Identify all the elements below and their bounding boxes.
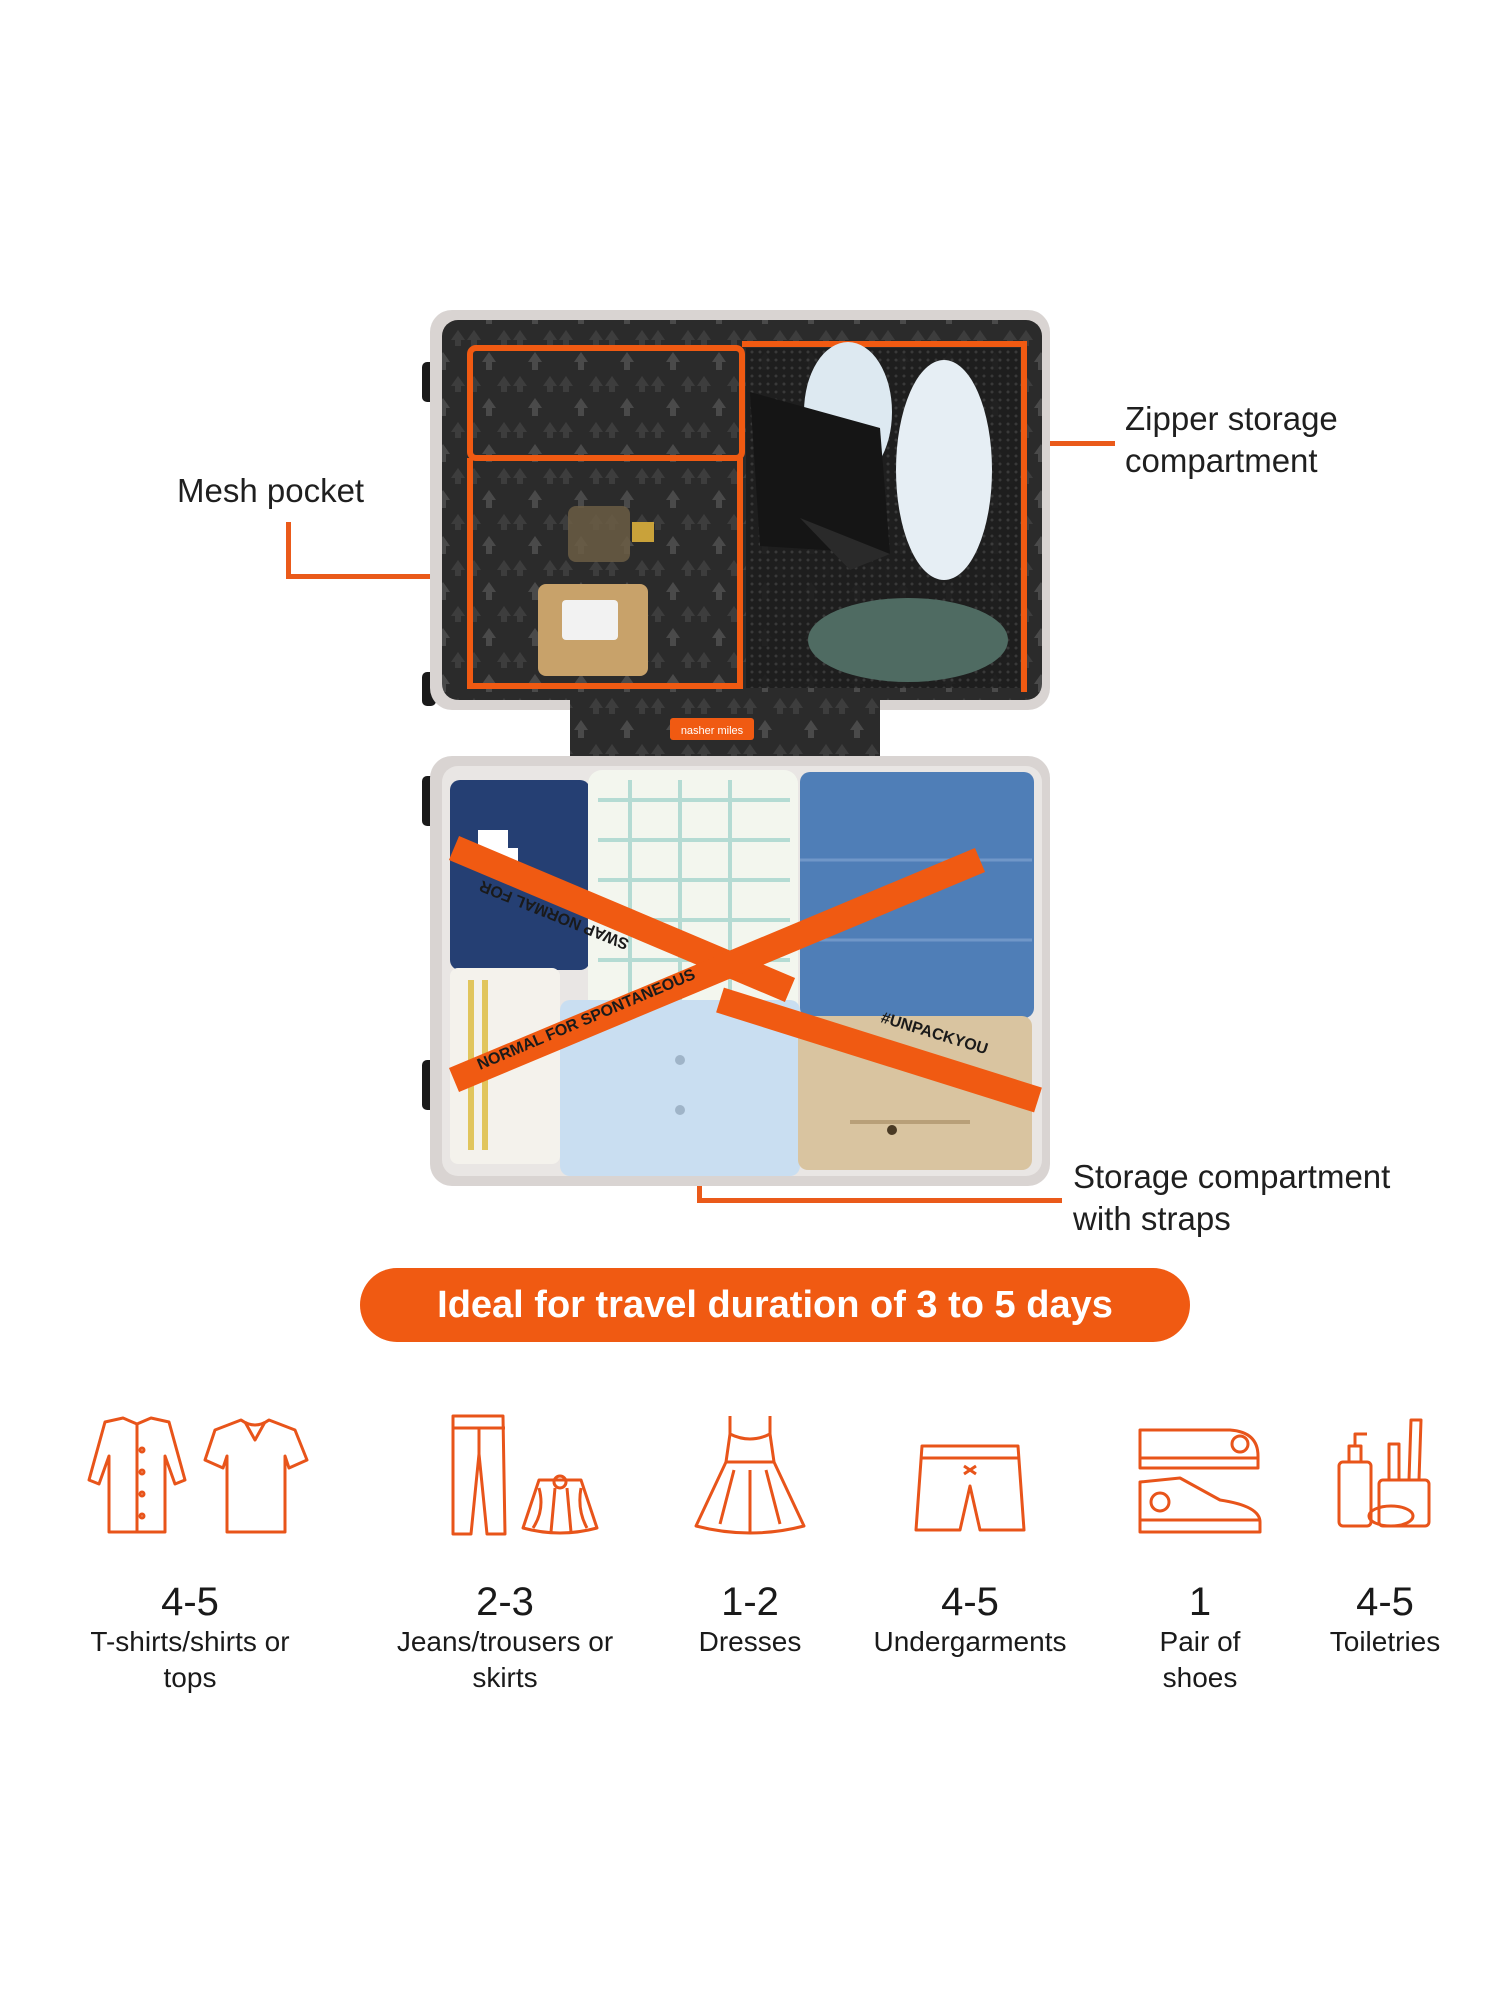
shorts-icon <box>914 1444 1026 1532</box>
travel-duration-banner: Ideal for travel duration of 3 to 5 days <box>360 1268 1190 1342</box>
item-tshirts-label-line2: tops <box>163 1662 217 1693</box>
dress-icon <box>694 1416 806 1535</box>
item-jeans: 2-3 Jeans/trousers or skirts <box>370 1410 640 1696</box>
item-tshirts: 4-5 T-shirts/shirts or tops <box>55 1410 325 1696</box>
callout-zipper-line2: compartment <box>1125 442 1318 479</box>
item-dresses-label-line1: Dresses <box>698 1626 802 1657</box>
item-shoes-label-line2: shoes <box>1162 1662 1238 1693</box>
item-dresses-qty: 1-2 <box>721 1580 779 1624</box>
item-shoes-label-line1: Pair of <box>1159 1626 1241 1657</box>
item-toiletries: 4-5 Toiletries <box>1300 1410 1470 1660</box>
leader-mesh-vertical <box>286 522 291 578</box>
callout-zipper-line1: Zipper storage <box>1125 400 1338 437</box>
trousers-and-skirt-icon <box>451 1414 599 1536</box>
item-jeans-label-line2: skirts <box>472 1662 538 1693</box>
shirt-and-tshirt-icon <box>87 1416 309 1534</box>
item-undergarments-qty: 4-5 <box>941 1580 999 1624</box>
callout-mesh-pocket-text: Mesh pocket <box>177 472 365 509</box>
brand-logo-text: nasher miles <box>681 725 744 737</box>
leader-mesh-horizontal <box>286 574 552 579</box>
callout-zipper-storage: Zipper storage compartment <box>1125 398 1338 482</box>
item-toiletries-qty: 4-5 <box>1356 1580 1414 1624</box>
item-undergarments-label-line1: Undergarments <box>873 1626 1067 1657</box>
item-undergarments: 4-5 Undergarments <box>850 1410 1090 1660</box>
toiletries-icon <box>1337 1418 1431 1528</box>
item-shoes: 1 Pair of shoes <box>1100 1410 1300 1696</box>
travel-duration-text: Ideal for travel duration of 3 to 5 days <box>437 1284 1113 1326</box>
item-jeans-qty: 2-3 <box>476 1580 534 1624</box>
leader-straps-horizontal <box>697 1198 1062 1203</box>
item-shoes-qty: 1 <box>1188 1580 1212 1624</box>
open-suitcase-illustration: nasher miles NORMAL FOR SPONTANEOUS #UNP… <box>422 310 1050 1186</box>
callout-mesh-pocket: Mesh pocket <box>177 470 364 512</box>
item-tshirts-label-line1: T-shirts/shirts or <box>90 1626 290 1657</box>
item-dresses: 1-2 Dresses <box>660 1410 840 1660</box>
callout-straps-line1: Storage compartment <box>1073 1158 1391 1195</box>
sneakers-icon <box>1138 1428 1262 1534</box>
callout-straps-line2: with straps <box>1073 1200 1231 1237</box>
item-toiletries-label-line1: Toiletries <box>1329 1626 1441 1657</box>
callout-storage-straps: Storage compartment with straps <box>1073 1156 1390 1240</box>
item-tshirts-qty: 4-5 <box>161 1580 219 1624</box>
leader-zipper-horizontal <box>1000 441 1115 446</box>
item-jeans-label-line1: Jeans/trousers or <box>396 1626 614 1657</box>
